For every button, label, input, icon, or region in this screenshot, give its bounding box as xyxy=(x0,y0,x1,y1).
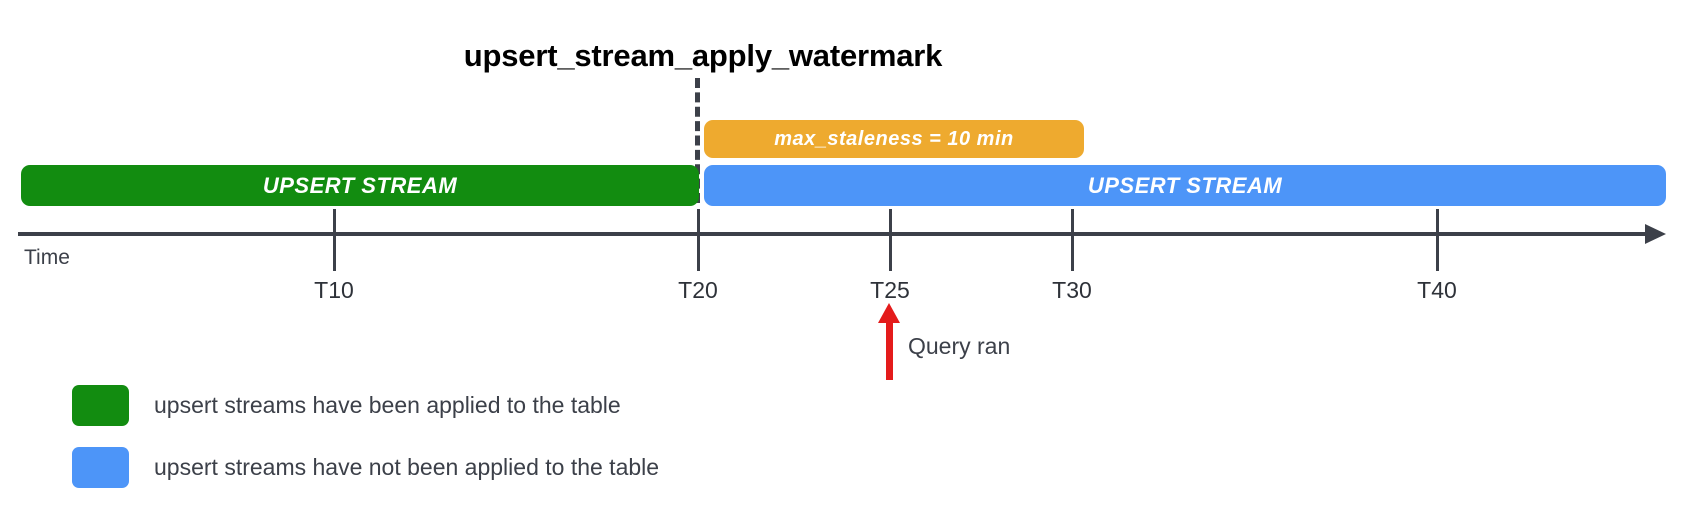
upsert-stream-applied-label: UPSERT STREAM xyxy=(262,172,458,198)
tick-label-t30: T30 xyxy=(1052,277,1092,303)
time-axis-line xyxy=(18,232,1649,236)
time-axis-label: Time xyxy=(24,246,70,269)
query-ran-arrow-head-icon xyxy=(878,303,900,323)
tick-label-t40: T40 xyxy=(1417,277,1457,303)
upsert-stream-not-applied-bar: UPSERT STREAM xyxy=(704,165,1666,206)
upsert-stream-applied-bar: UPSERT STREAM xyxy=(21,165,699,206)
query-ran-arrow-shaft-icon xyxy=(886,318,893,380)
legend-item: upsert streams have not been applied to … xyxy=(72,447,659,488)
tick-label-t25: T25 xyxy=(870,277,910,303)
tick-mark-t10 xyxy=(333,209,336,271)
legend-item: upsert streams have been applied to the … xyxy=(72,385,621,426)
legend-label: upsert streams have not been applied to … xyxy=(154,454,660,480)
page-title: upsert_stream_apply_watermark xyxy=(463,38,943,73)
time-axis-arrow-icon xyxy=(1645,224,1666,244)
legend-swatch xyxy=(72,385,129,426)
upsert-stream-not-applied-label: UPSERT STREAM xyxy=(1087,172,1283,198)
tick-label-t20: T20 xyxy=(678,277,718,303)
tick-mark-t30 xyxy=(1071,209,1074,271)
tick-mark-t25 xyxy=(889,209,892,271)
query-ran-label: Query ran xyxy=(908,333,1011,359)
tick-mark-t40 xyxy=(1436,209,1439,271)
tick-label-t10: T10 xyxy=(314,277,354,303)
legend-label: upsert streams have been applied to the … xyxy=(154,392,621,418)
tick-mark-t20 xyxy=(697,209,700,271)
legend-swatch xyxy=(72,447,129,488)
watermark-dashed-line xyxy=(695,78,700,203)
max-staleness-label: max_staleness = 10 min xyxy=(774,127,1014,150)
max-staleness-bar: max_staleness = 10 min xyxy=(704,120,1084,158)
